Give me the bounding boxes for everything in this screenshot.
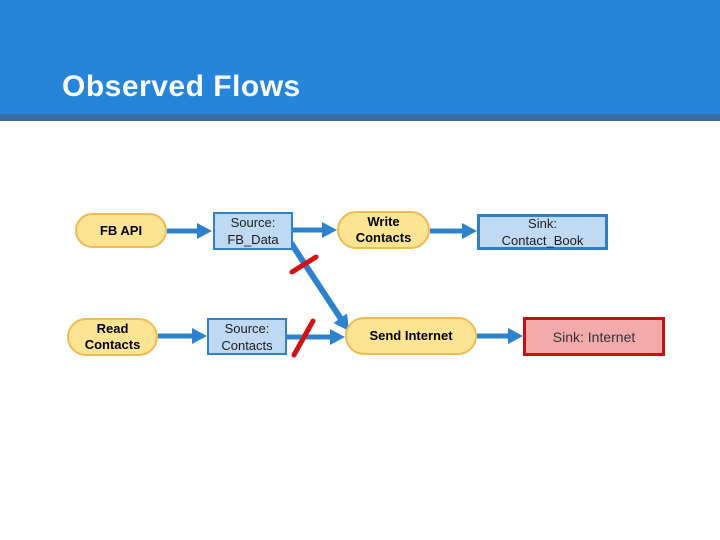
node-fb-api: FB API xyxy=(75,213,167,248)
arrowhead-icon xyxy=(322,222,337,238)
edge-source-fb-data-to-send-internet xyxy=(288,241,349,331)
slide-header: Observed Flows xyxy=(0,0,720,114)
node-write-contacts: Write Contacts xyxy=(337,211,430,249)
node-sink-contact-book-label: Sink: Contact_Book xyxy=(501,216,584,248)
edge-source-fb-data-to-write-contacts xyxy=(292,222,337,238)
node-source-contacts-label: Source: Contacts xyxy=(221,320,273,353)
node-read-contacts: Read Contacts xyxy=(67,318,158,356)
node-sink-contact-book: Sink: Contact_Book xyxy=(477,214,608,250)
node-source-fb-data-label: Source: FB_Data xyxy=(227,215,279,247)
arrowhead-icon xyxy=(192,328,207,344)
node-write-contacts-label: Write Contacts xyxy=(355,214,412,245)
blocked-slash-diagonal-flow xyxy=(289,254,319,275)
node-sink-internet-label: Sink: Internet xyxy=(552,328,636,345)
arrowhead-icon xyxy=(333,313,349,331)
edge-fb-api-to-source-fb-data xyxy=(167,223,212,239)
arrowhead-icon xyxy=(197,223,212,239)
slide-title: Observed Flows xyxy=(62,70,301,103)
node-sink-internet: Sink: Internet xyxy=(523,317,665,356)
arrowhead-icon xyxy=(508,328,523,344)
arrowhead-icon xyxy=(462,223,477,239)
edge-send-internet-to-sink-internet xyxy=(477,328,523,344)
blocked-slash-contacts-flow xyxy=(291,318,316,358)
header-accent-bar xyxy=(0,114,720,121)
arrowhead-icon xyxy=(330,329,345,345)
node-source-fb-data: Source: FB_Data xyxy=(213,212,293,250)
edge-write-contacts-to-sink-contact-book xyxy=(430,223,477,239)
node-read-contacts-label: Read Contacts xyxy=(84,321,141,352)
node-fb-api-label: FB API xyxy=(99,222,143,238)
edge-source-contacts-to-send-internet xyxy=(287,329,345,345)
edge-line xyxy=(288,241,344,321)
edge-read-contacts-to-source-contacts xyxy=(158,328,207,344)
node-send-internet: Send Internet xyxy=(345,317,477,355)
node-send-internet-label: Send Internet xyxy=(369,328,453,343)
node-source-contacts: Source: Contacts xyxy=(207,318,287,355)
